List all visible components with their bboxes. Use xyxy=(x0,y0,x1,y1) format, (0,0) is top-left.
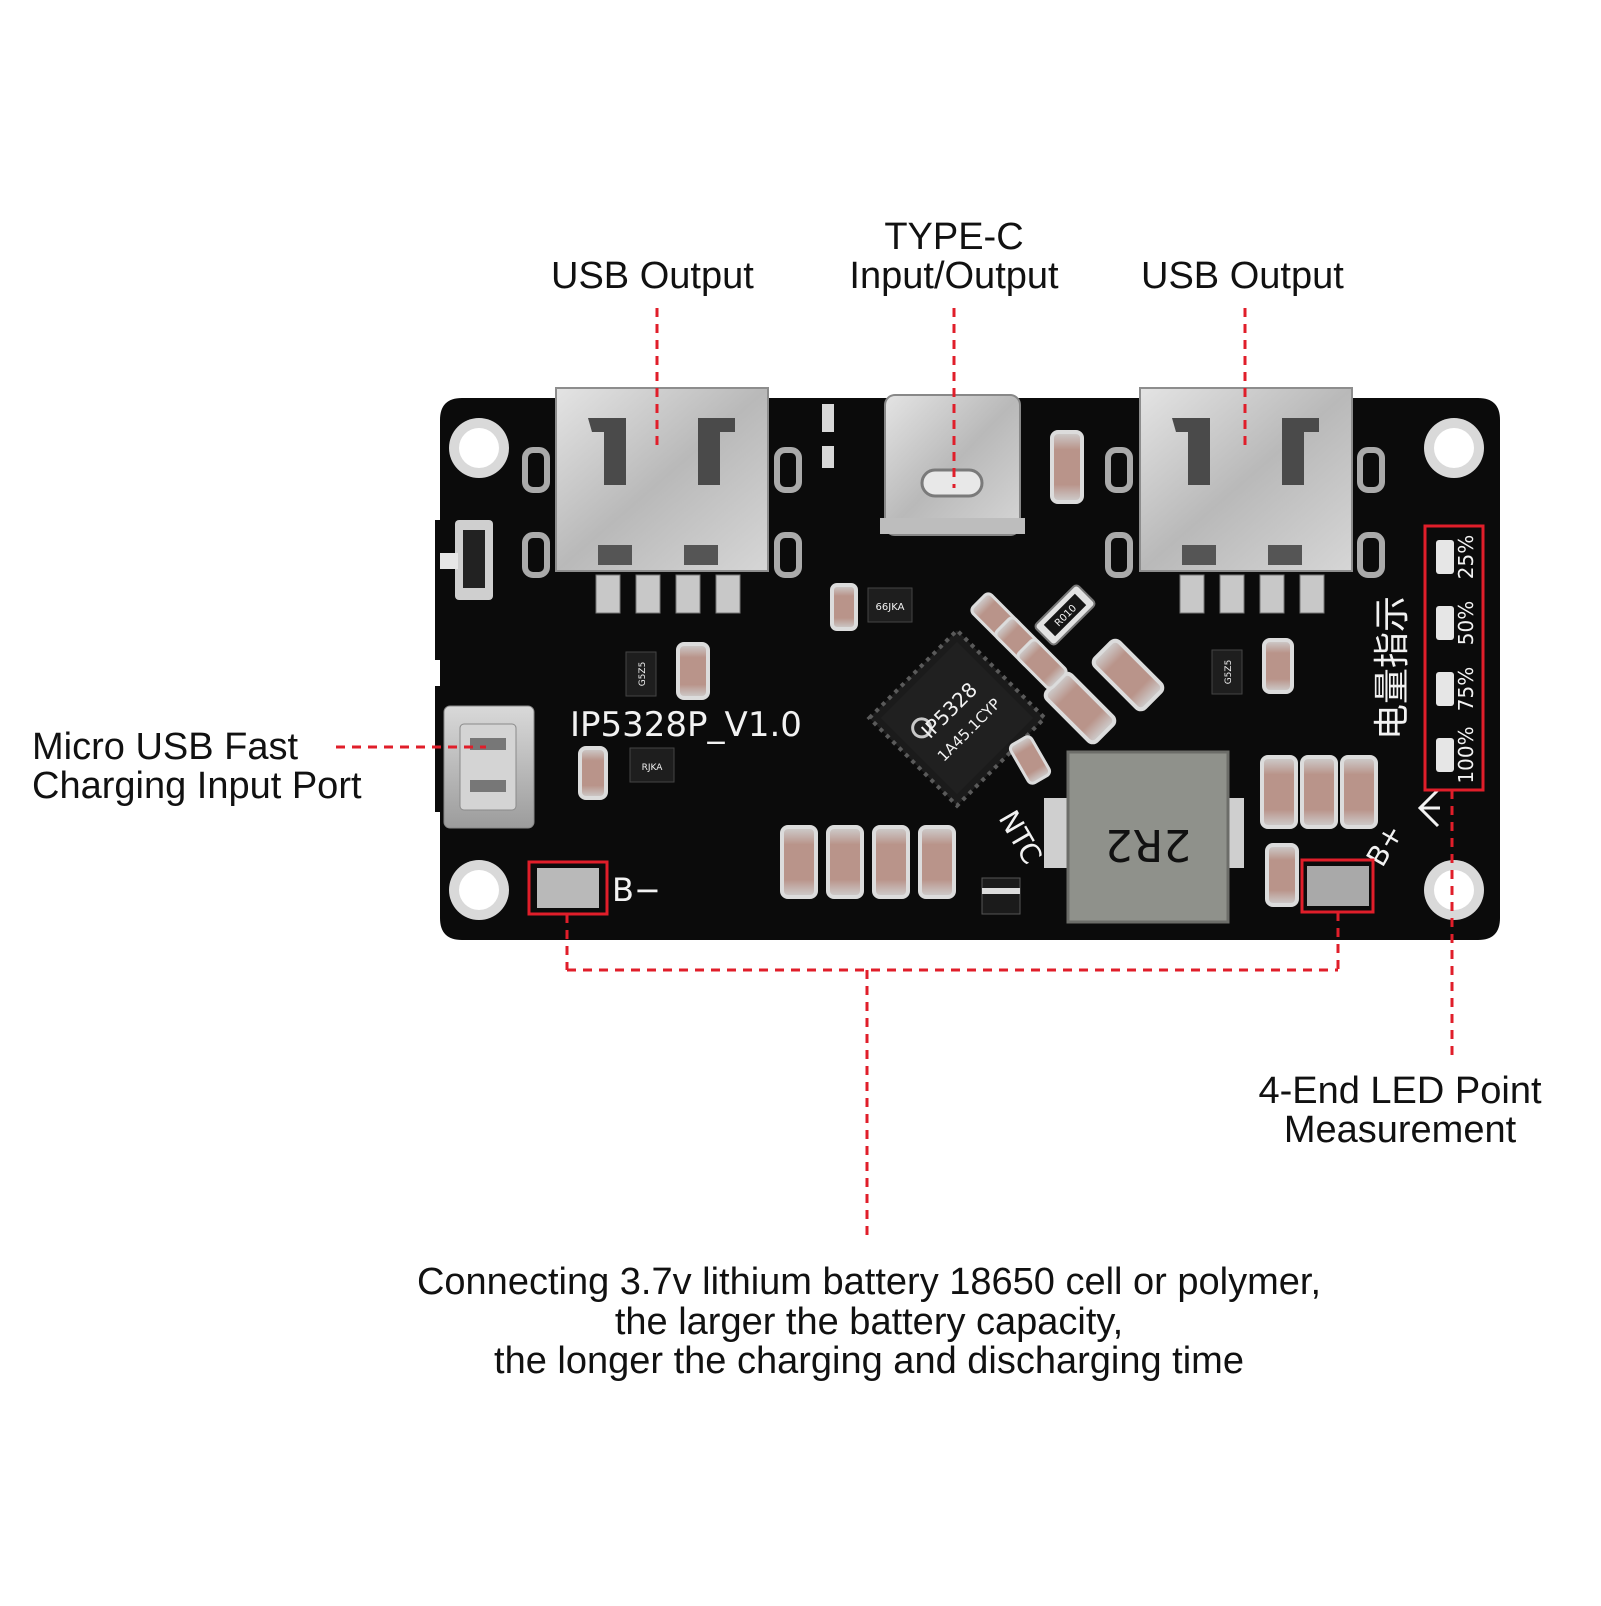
led-label-50: 50% xyxy=(1454,601,1478,645)
led-label-25: 25% xyxy=(1454,535,1478,579)
typec-label-line1: TYPE-C xyxy=(884,216,1024,258)
typec-label-line2: Input/Output xyxy=(849,255,1059,297)
led-label-line1: 4-End LED Point xyxy=(1258,1070,1542,1112)
led-highlight xyxy=(1423,524,1485,792)
transistor-mark-5: RJKA xyxy=(642,763,664,773)
led-label-100: 100% xyxy=(1454,726,1478,783)
indicator-chinese-label: 电量指示 xyxy=(1372,596,1413,740)
usb-c-port xyxy=(880,394,1025,536)
usb-output-right-label: USB Output xyxy=(1141,255,1344,297)
led-label-75: 75% xyxy=(1454,667,1478,711)
transistor-mark-4: G5Z5 xyxy=(1224,660,1234,685)
battery-note-line1: Connecting 3.7v lithium battery 18650 ce… xyxy=(416,1261,1322,1303)
transistor-mark-3: G5Z5 xyxy=(638,662,648,687)
b-minus-label: B− xyxy=(612,871,661,909)
usb-a-port-right xyxy=(1105,387,1385,614)
inductor-label: 2R2 xyxy=(1105,819,1192,870)
side-switch xyxy=(440,520,493,600)
battery-pads xyxy=(537,866,1369,908)
capacitors xyxy=(578,430,1378,907)
battery-note-line3: the longer the charging and discharging … xyxy=(494,1340,1244,1382)
callout-lines xyxy=(336,308,1454,1238)
micro-usb-label-line2: Charging Input Port xyxy=(32,765,362,807)
transistor-mark-1: 66JKA xyxy=(876,602,905,613)
micro-usb-label-line1: Micro USB Fast xyxy=(32,726,299,768)
usb-output-left-label: USB Output xyxy=(551,255,754,297)
board-model-label: IP5328P_V1.0 xyxy=(570,705,802,745)
mounting-holes xyxy=(449,418,1484,920)
battery-note-line2: the larger the battery capacity, xyxy=(614,1301,1124,1343)
transistors: 66JKA R010 G5Z5 G5Z5 RJKA xyxy=(625,404,1243,915)
silkscreen: IP5328P_V1.0 NTC B− B+ xyxy=(570,705,1410,909)
inductor: 2R2 xyxy=(1044,750,1244,924)
micro-usb-port xyxy=(443,705,535,829)
usb-a-port-left xyxy=(522,387,802,614)
led-label-line2: Measurement xyxy=(1283,1109,1517,1151)
indicator-leds: 25% 50% 75% 100% 电量指示 xyxy=(1372,535,1478,828)
